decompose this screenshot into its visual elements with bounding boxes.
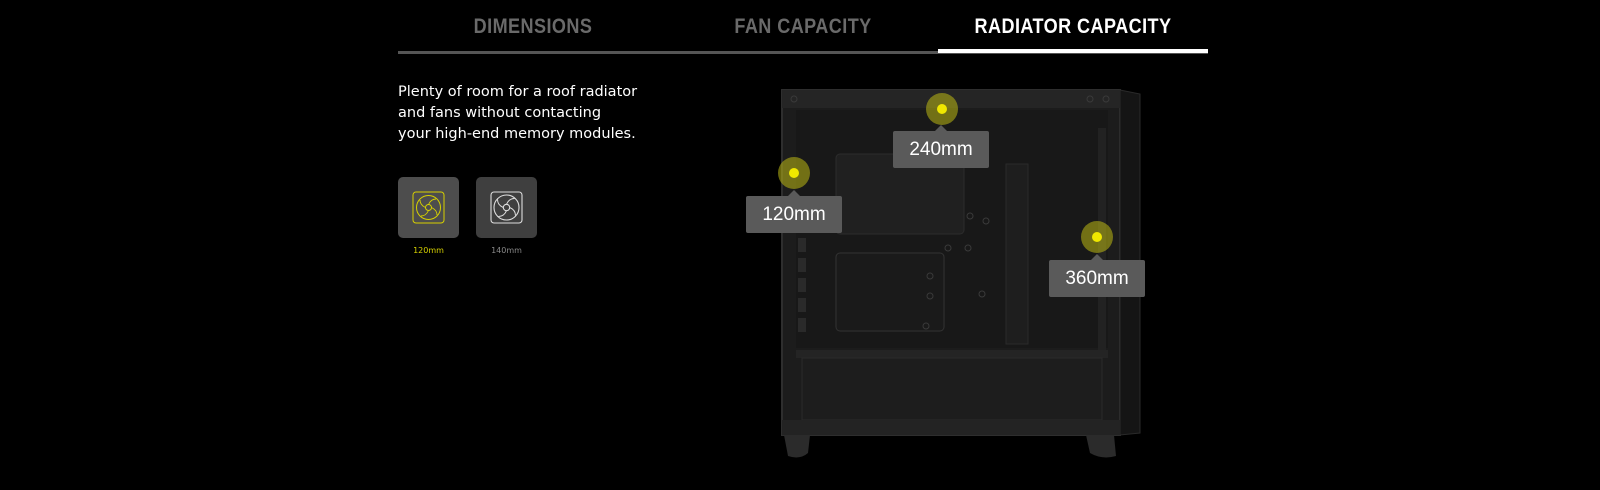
tab-radiator-capacity[interactable]: RADIATOR CAPACITY	[974, 15, 1172, 38]
option-120mm-button[interactable]	[398, 177, 459, 238]
marker-top[interactable]	[926, 93, 958, 125]
marker-side[interactable]	[1081, 221, 1113, 253]
fan-140-icon	[490, 191, 523, 224]
fan-120-icon	[412, 191, 445, 224]
marker-front[interactable]	[778, 157, 810, 189]
option-140mm-button[interactable]	[476, 177, 537, 238]
tab-dimensions[interactable]: DIMENSIONS	[473, 15, 593, 38]
label-360mm: 360mm	[1049, 254, 1145, 297]
tab-bar: DIMENSIONS FAN CAPACITY RADIATOR CAPACIT…	[398, 0, 1208, 54]
label-120mm: 120mm	[746, 190, 842, 233]
description-text: Plenty of room for a roof radiator and f…	[398, 84, 638, 142]
option-120mm-label: 120mm	[413, 246, 444, 255]
option-140mm-label: 140mm	[491, 246, 522, 255]
tab-fan-capacity[interactable]: FAN CAPACITY	[734, 15, 872, 38]
active-tab-indicator	[938, 49, 1208, 53]
label-240mm: 240mm	[893, 125, 989, 168]
